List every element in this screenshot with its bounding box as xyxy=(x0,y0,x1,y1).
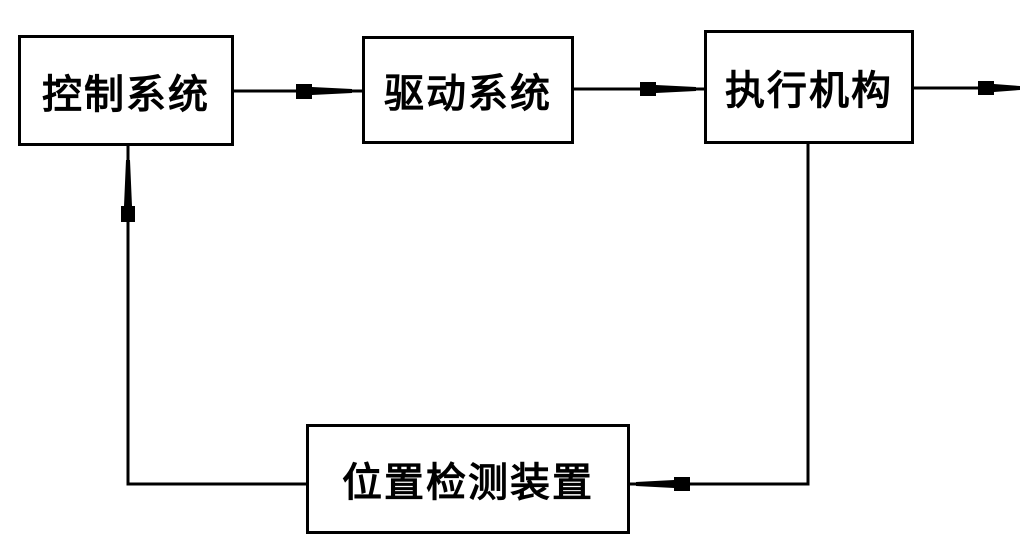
arrow-head-icon xyxy=(640,82,696,96)
drive-system-block: 驱动系统 xyxy=(362,36,574,144)
control-system-block: 控制系统 xyxy=(18,35,234,146)
arrow-head-icon xyxy=(636,477,690,491)
block-label: 驱动系统 xyxy=(384,71,552,117)
position-detection-block: 位置检测装置 xyxy=(306,424,630,534)
detector-to-control-line xyxy=(126,144,306,486)
arrow-head-icon xyxy=(121,160,135,222)
block-label: 执行机构 xyxy=(725,68,893,114)
arrow-head-icon xyxy=(978,81,1020,95)
block-label: 位置检测装置 xyxy=(342,460,594,506)
arrow-head-icon xyxy=(296,84,352,99)
block-label: 控制系统 xyxy=(42,71,210,118)
actuator-block: 执行机构 xyxy=(704,30,914,144)
actuator-to-detector-line xyxy=(628,142,810,486)
